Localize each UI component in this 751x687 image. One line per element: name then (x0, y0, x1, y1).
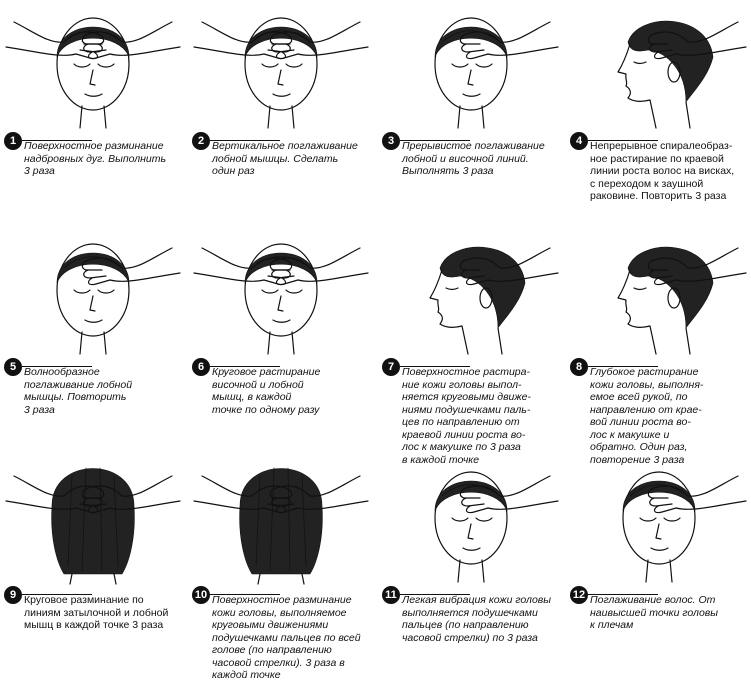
step-number-badge: 4 (570, 132, 588, 150)
step-number-badge: 8 (570, 358, 588, 376)
caption-rule (22, 140, 92, 141)
caption-rule (22, 366, 92, 367)
step-description: Поверхностное разминание надбровных дуг.… (24, 140, 167, 177)
step-5-illustration (56, 243, 181, 355)
caption-rule (400, 140, 470, 141)
step-description: Поверхностное растира- ние кожи головы в… (402, 366, 531, 466)
caption-rule (210, 140, 280, 141)
step-number-badge: 11 (382, 586, 400, 604)
step-number-badge: 1 (4, 132, 22, 150)
step-9-illustration (5, 467, 181, 585)
step-number-badge: 5 (4, 358, 22, 376)
caption-rule (22, 594, 92, 595)
step-number-badge: 9 (4, 586, 22, 604)
step-number-badge: 7 (382, 358, 400, 376)
step-11-illustration (434, 471, 559, 583)
step-7-illustration (429, 246, 559, 355)
step-number-badge: 3 (382, 132, 400, 150)
step-6-illustration (193, 243, 369, 355)
caption-rule (588, 594, 658, 595)
caption-rule (588, 366, 658, 367)
step-number-badge: 10 (192, 586, 210, 604)
caption-rule (400, 366, 470, 367)
step-description: Легкая вибрация кожи головы выполняется … (402, 594, 551, 644)
step-description: Волнообразное поглаживание лобной мышцы.… (24, 366, 133, 416)
step-10-illustration (193, 467, 369, 585)
caption-rule (400, 594, 470, 595)
caption-rule (210, 594, 280, 595)
caption-rule (588, 140, 658, 141)
step-number-badge: 2 (192, 132, 210, 150)
step-description: Поверхностное разминание кожи головы, вы… (212, 594, 361, 681)
step-2-illustration (193, 17, 369, 129)
step-description: Глубокое растирание кожи головы, выполня… (590, 366, 704, 466)
step-description: Поглаживание волос. От наивысшей точки г… (590, 594, 719, 631)
step-3-illustration (434, 17, 559, 129)
step-4-illustration (617, 20, 747, 129)
step-description: Прерывистое поглаживание лобной и височн… (402, 140, 545, 177)
step-description: Круговое растирание височной и лобной мы… (212, 366, 321, 416)
step-8-illustration (617, 246, 747, 355)
step-description: Непрерывное спиралеобраз- ное растирание… (590, 140, 735, 202)
caption-rule (210, 366, 280, 367)
step-description: Вертикальное поглаживание лобной мышцы. … (212, 140, 358, 177)
step-number-badge: 12 (570, 586, 588, 604)
step-1-illustration (5, 17, 181, 129)
step-description: Круговое разминание по линиям затылочной… (24, 594, 169, 631)
step-number-badge: 6 (192, 358, 210, 376)
step-12-illustration (622, 471, 747, 583)
